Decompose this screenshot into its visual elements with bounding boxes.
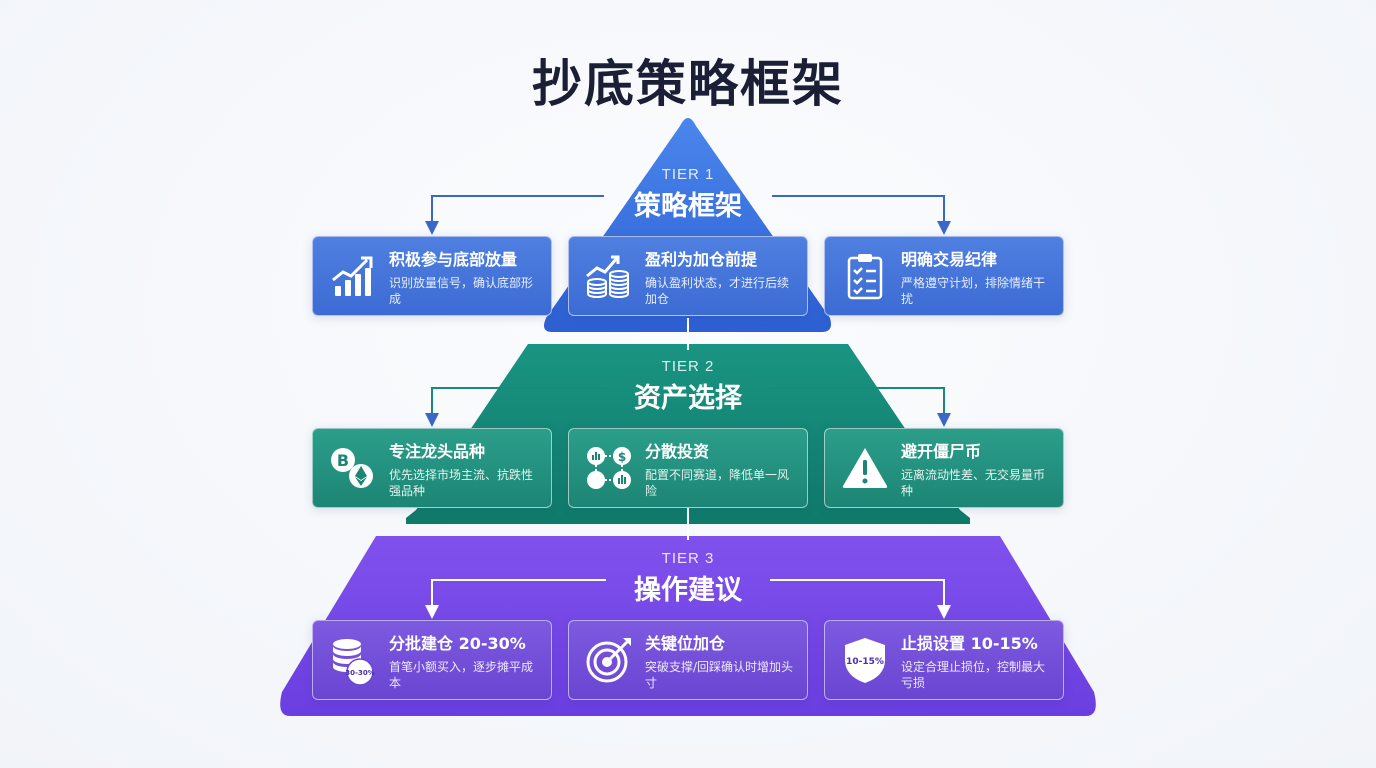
card-title: 分散投资 — [645, 441, 710, 461]
card-batch-position: 30-30% 分批建仓 20-30% 首笔小额买入，逐步摊平成本 — [312, 620, 552, 700]
shield-icon: 10-15% — [839, 634, 891, 686]
card-desc: 优先选择市场主流、抗跌性强品种 — [389, 467, 534, 498]
svg-text:B: B — [337, 451, 349, 470]
card-desc: 配置不同赛道，降低单一风险 — [645, 467, 790, 498]
card-desc: 设定合理止损位，控制最大亏损 — [901, 659, 1046, 690]
diversify-nodes-icon: $ — [583, 442, 635, 494]
tier2-name: 资产选择 — [634, 383, 742, 414]
clipboard-checklist-icon — [839, 250, 891, 302]
page-title: 抄底策略框架 — [532, 55, 844, 113]
card-desc: 严格遵守计划，排除情绪干扰 — [901, 275, 1046, 306]
card-active-bottom-volume: 积极参与底部放量 识别放量信号，确认底部形成 — [312, 236, 552, 316]
card-key-level-add: 关键位加仓 突破支撑/回踩确认时增加头寸 — [568, 620, 808, 700]
card-title: 积极参与底部放量 — [389, 249, 518, 269]
card-diversify: $ 分散投资 配置不同赛道，降低单一风险 — [568, 428, 808, 508]
tier3-name: 操作建议 — [634, 575, 742, 606]
coin-badge-text: 30-30% — [345, 669, 374, 677]
card-desc: 识别放量信号，确认底部形成 — [389, 275, 534, 306]
card-title: 分批建仓 20-30% — [389, 633, 526, 653]
warning-triangle-icon — [839, 442, 891, 494]
card-trading-discipline: 明确交易纪律 严格遵守计划，排除情绪干扰 — [824, 236, 1064, 316]
card-desc: 首笔小额买入，逐步摊平成本 — [389, 659, 534, 690]
crypto-coins-icon: B — [327, 442, 379, 494]
coins-growth-icon — [583, 250, 635, 302]
tier1-name: 策略框架 — [634, 191, 742, 222]
card-desc: 远离流动性差、无交易量币种 — [901, 467, 1046, 498]
shield-badge-text: 10-15% — [846, 657, 884, 667]
card-title: 止损设置 10-15% — [901, 633, 1038, 653]
card-desc: 确认盈利状态，才进行后续加仓 — [645, 275, 790, 306]
card-title: 专注龙头品种 — [389, 441, 486, 461]
card-profit-before-add: 盈利为加仓前提 确认盈利状态，才进行后续加仓 — [568, 236, 808, 316]
bar-chart-trend-up-icon — [327, 250, 379, 302]
card-title: 避开僵尸币 — [901, 441, 982, 461]
tier3-label: TIER 3 — [661, 550, 715, 567]
card-title: 盈利为加仓前提 — [645, 249, 758, 269]
target-arrow-icon — [583, 634, 635, 686]
coin-stack-icon: 30-30% — [327, 634, 379, 686]
card-focus-leaders: B 专注龙头品种 优先选择市场主流、抗跌性强品种 — [312, 428, 552, 508]
tier2-label: TIER 2 — [661, 358, 715, 375]
tier1-label: TIER 1 — [661, 166, 715, 183]
card-title: 关键位加仓 — [645, 633, 726, 653]
card-title: 明确交易纪律 — [901, 249, 998, 269]
card-stop-loss: 10-15% 止损设置 10-15% 设定合理止损位，控制最大亏损 — [824, 620, 1064, 700]
svg-text:$: $ — [618, 450, 626, 464]
card-avoid-zombie-coins: 避开僵尸币 远离流动性差、无交易量币种 — [824, 428, 1064, 508]
card-desc: 突破支撑/回踩确认时增加头寸 — [645, 659, 794, 690]
